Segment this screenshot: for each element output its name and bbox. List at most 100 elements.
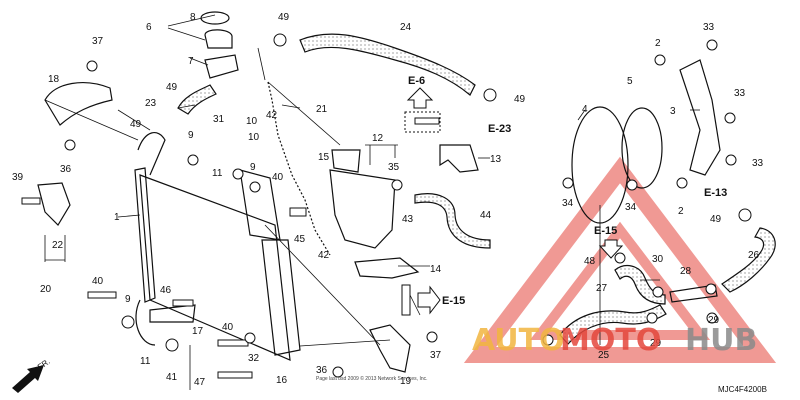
label-11a: 11: [212, 168, 223, 179]
label-26: 26: [748, 250, 760, 261]
label-7: 7: [188, 56, 194, 67]
label-31: 31: [213, 114, 225, 125]
diagram-code: MJC4F4200B: [718, 385, 767, 394]
label-29b: 29: [650, 338, 662, 349]
label-6: 6: [146, 22, 152, 33]
label-11b: 11: [140, 356, 151, 367]
label-17: 17: [192, 326, 204, 337]
label-13: 13: [490, 154, 502, 165]
label-30: 30: [652, 254, 664, 265]
bracket-13: [439, 144, 479, 173]
bracket-14: [354, 257, 420, 279]
label-10a: 10: [246, 116, 258, 127]
label-4: 4: [582, 104, 588, 115]
watermark-moto: MOTO: [560, 323, 661, 358]
label-23: 23: [145, 98, 157, 109]
label-33b: 33: [734, 88, 746, 99]
label-49a: 49: [278, 12, 290, 23]
e15-arrow: [417, 285, 441, 315]
label-27: 27: [596, 283, 608, 294]
e15-down-arrow: [598, 239, 624, 259]
hose-27: [614, 264, 666, 305]
radiator-core: [134, 132, 301, 361]
label-45: 45: [294, 234, 306, 245]
label-32: 32: [248, 353, 260, 364]
label-20: 20: [40, 284, 52, 295]
label-40a: 40: [272, 172, 284, 183]
label-36b: 36: [316, 365, 328, 376]
overflow-tube: [267, 81, 331, 256]
label-33a: 33: [703, 22, 715, 33]
watermark-triangle: [463, 156, 777, 363]
label-22: 22: [52, 240, 64, 251]
label-37b: 37: [430, 350, 442, 361]
watermark-text: AUTO MOTO HUB: [472, 323, 757, 358]
pipe-28: [669, 284, 718, 303]
label-34b: 34: [625, 202, 637, 213]
label-2b: 2: [678, 206, 684, 217]
label-12: 12: [372, 133, 384, 144]
label-10b: 10: [248, 132, 260, 143]
lower-hose-26: [721, 227, 776, 293]
label-42b: 42: [318, 250, 330, 261]
front-direction-arrow: [12, 365, 44, 393]
label-46: 46: [160, 285, 172, 296]
ref-e15a: E-15: [594, 225, 617, 237]
label-8: 8: [190, 12, 196, 23]
reserve-tank: [329, 149, 396, 249]
part-numbers: 37 6 8 49 7 24 18 49 23 49 42 21 9 31 10…: [12, 12, 764, 388]
radiator-cap: [200, 11, 239, 79]
label-19: 19: [400, 376, 412, 387]
label-25: 25: [598, 350, 610, 361]
label-29a: 29: [708, 315, 720, 326]
label-28: 28: [680, 266, 692, 277]
section-references: E-6 E-23 E-13 E-15 E-15: [408, 75, 727, 307]
fasteners: [21, 33, 752, 379]
copyright-note: Page last bsd 2009 © 2013 Network Servic…: [316, 375, 428, 382]
label-34a: 34: [562, 198, 574, 209]
label-49b: 49: [166, 82, 178, 93]
label-44: 44: [480, 210, 492, 221]
label-40c: 40: [222, 322, 234, 333]
upper-hose: [299, 33, 476, 96]
label-47: 47: [194, 377, 206, 388]
label-49d: 49: [514, 94, 526, 105]
label-40b: 40: [92, 276, 104, 287]
label-2a: 2: [655, 38, 661, 49]
label-48: 48: [584, 256, 596, 267]
watermark-hub: HUB: [685, 323, 757, 358]
label-33c: 33: [752, 158, 764, 169]
label-9b: 9: [250, 162, 256, 173]
e6-arrow: [404, 87, 441, 133]
label-21: 21: [316, 104, 328, 115]
ref-e13: E-13: [704, 187, 727, 199]
label-9a: 9: [188, 130, 194, 141]
ref-e15b: E-15: [442, 295, 465, 307]
label-15: 15: [318, 152, 330, 163]
label-1: 1: [114, 212, 120, 223]
label-9c: 9: [125, 294, 131, 305]
label-14: 14: [430, 264, 442, 275]
ref-e6: E-6: [408, 75, 425, 87]
label-36a: 36: [60, 164, 72, 175]
label-35: 35: [388, 162, 400, 173]
label-49c: 49: [130, 119, 142, 130]
stay-19: [369, 324, 411, 373]
ref-e23: E-23: [488, 123, 511, 135]
label-16: 16: [276, 375, 288, 386]
label-5: 5: [627, 76, 633, 87]
label-24: 24: [400, 22, 412, 33]
label-42a: 42: [266, 110, 278, 121]
leader-lines: [44, 14, 700, 390]
label-37a: 37: [92, 36, 104, 47]
label-49e: 49: [710, 214, 722, 225]
label-41: 41: [166, 372, 178, 383]
watermark-auto: AUTO: [472, 323, 565, 358]
label-39: 39: [12, 172, 24, 183]
reserve-hose: [414, 193, 491, 249]
label-18: 18: [48, 74, 60, 85]
hose-23: [177, 84, 217, 115]
label-43: 43: [402, 214, 414, 225]
